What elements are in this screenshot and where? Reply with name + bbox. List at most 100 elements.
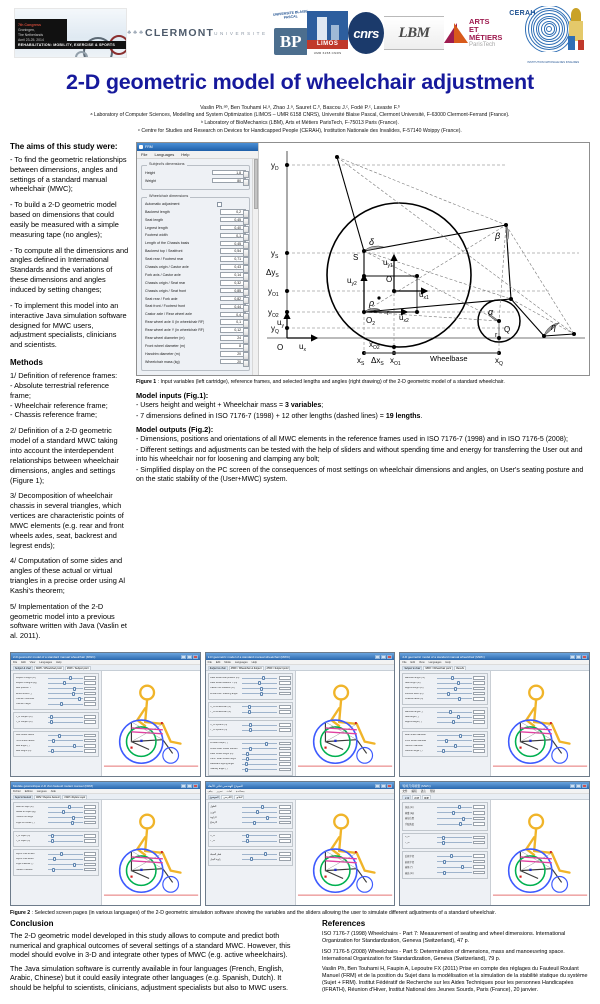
slider-value-field[interactable] [84,686,97,691]
slider-value-field[interactable] [84,749,97,753]
slider-track[interactable] [47,681,83,686]
slider-value-field[interactable] [84,805,97,809]
slider-thumb[interactable] [457,696,461,701]
tab[interactable]: 结果 [421,795,431,800]
slider-track[interactable] [242,852,278,857]
slider-track[interactable] [242,746,278,751]
slider-row[interactable]: Rear wheel diameter [405,733,486,738]
tab[interactable]: Sujet & fauteuil [13,795,34,800]
height-input[interactable]: 1,8 [212,169,249,178]
slider-track[interactable] [47,696,83,701]
slider-thumb[interactable] [246,752,250,757]
slider-thumb[interactable] [248,746,252,751]
slider-thumb[interactable] [457,805,461,810]
slider-value-field[interactable] [84,720,97,725]
slider-value-field[interactable] [473,720,486,725]
slider-track[interactable] [47,744,83,749]
slider-thumb[interactable] [453,686,457,691]
slider-thumb[interactable] [459,733,463,738]
menu-item[interactable]: 编辑 [411,790,417,794]
slider-row[interactable]: X_G [210,833,291,838]
input-row[interactable]: Rear wheel axle X (in wheelchair RF)0,1 [145,319,249,328]
slider-thumb[interactable] [60,852,64,857]
close-button[interactable] [192,654,198,659]
slider-value-field[interactable] [84,862,97,867]
slider-thumb[interactable] [260,691,264,696]
slider-row[interactable]: X_G Sujet (m) [16,833,97,838]
input-row[interactable]: Weight 80 [145,177,249,186]
slider-thumb[interactable] [73,862,77,867]
control-panel[interactable]: Backrest length (m)Seat length (m)Legres… [400,671,491,777]
menu-item[interactable]: View [419,660,425,664]
slider-value-field[interactable] [473,805,486,809]
slider-value-field[interactable] [278,839,291,843]
menu-item[interactable]: 文件 [402,790,408,794]
slider-value-field[interactable] [278,857,291,862]
slider-value-field[interactable] [278,710,291,714]
software-screenshot[interactable]: Modèle géométrique 2-D d'un fauteuil rou… [10,781,201,907]
slider-track[interactable] [436,686,472,691]
slider-row[interactable]: Y_G [405,840,486,845]
dialog-scrollbar[interactable] [252,158,258,375]
slider-row[interactable]: Masse du sujet (kg) [16,810,97,815]
dimension-input[interactable]: 20 [220,350,249,359]
slider-thumb[interactable] [446,691,450,696]
slider-thumb[interactable] [454,744,458,749]
slider-thumb[interactable] [461,865,465,870]
slider-thumb[interactable] [247,704,251,709]
input-row[interactable]: Height 1,8 [145,169,249,178]
slider-value-field[interactable] [473,696,486,701]
slider-track[interactable] [47,815,83,820]
tab[interactable]: MWC / Subject point [264,666,291,671]
slider-value-field[interactable] [473,686,486,691]
slider-row[interactable]: Backward tipping angle [210,762,291,767]
slider-value-field[interactable] [278,852,291,856]
slider-track[interactable] [47,862,83,867]
slider-thumb[interactable] [49,715,53,720]
input-dialog-window[interactable]: FRM File Languages Help Subject's dimens… [137,142,259,375]
slider-value-field[interactable] [278,762,291,766]
slider-row[interactable]: Seat position Y [16,686,97,691]
control-panel[interactable]: Subject's height (m)Subject's weight (kg… [11,671,102,777]
slider-track[interactable] [47,805,83,810]
menu-item[interactable]: File [13,660,18,664]
slider-row[interactable]: Front wheel diameter [405,738,486,743]
tab[interactable]: MWC / Wheelchair & Subject [228,666,264,671]
slider-row[interactable]: Y_G Sujet (m) [16,839,97,844]
minimize-button[interactable] [375,654,381,659]
tab[interactable]: Subject & chair [207,666,228,671]
dimension-input[interactable]: 0,85 [220,287,249,296]
slider-track[interactable] [47,733,83,738]
slider-track[interactable] [47,839,83,844]
slider-value-field[interactable] [84,820,97,825]
slider-value-field[interactable] [278,820,291,825]
software-screenshot[interactable]: 2-D geometric model of a standard manual… [204,652,396,778]
maximize-button[interactable] [381,654,387,659]
minimize-button[interactable] [570,783,575,788]
slider-thumb[interactable] [258,681,262,686]
slider-row[interactable]: X_G [405,835,486,840]
dimension-input[interactable]: 0,32 [220,279,249,288]
scrollbar-thumb[interactable] [254,158,258,209]
tab[interactable]: FRM / Repère sujet [62,795,88,800]
slider-thumb[interactable] [53,857,57,862]
dimension-input[interactable]: 0,1 [220,319,249,328]
slider-track[interactable] [436,676,472,681]
slider-row[interactable]: Chassis basis (m) [405,696,486,701]
dimension-input[interactable]: 0,12 [220,327,249,336]
slider-track[interactable] [436,835,472,840]
slider-row[interactable]: X_G Subject (m) [16,715,97,720]
slider-track[interactable] [436,859,472,864]
slider-row[interactable]: Cushion height [16,702,97,707]
slider-value-field[interactable] [278,686,291,691]
slider-row[interactable]: Active Rear Wheel transfer [210,746,291,751]
